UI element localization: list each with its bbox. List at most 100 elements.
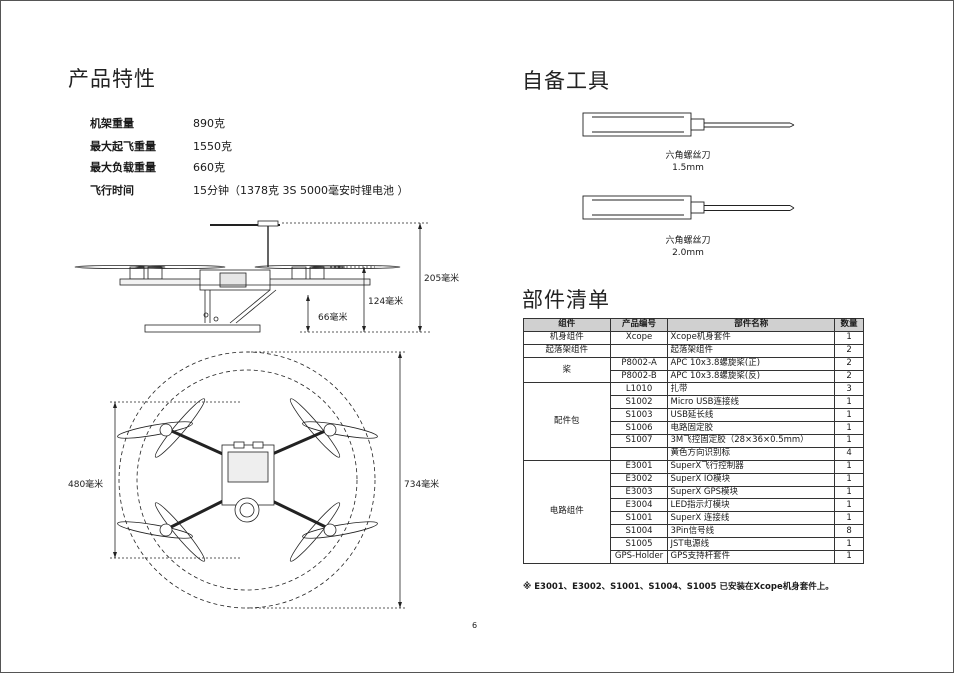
code-cell — [609, 446, 669, 461]
parts-title: 部件清单 — [522, 288, 610, 312]
code-cell: S1006 — [609, 421, 669, 436]
spec-value: 890克 — [193, 117, 225, 130]
table-row: S1001 SuperX 连接线 1 — [524, 511, 864, 526]
spec-value: 660克 — [193, 161, 225, 174]
code-cell: S1001 — [609, 511, 669, 526]
code-cell: E3003 — [609, 485, 669, 500]
part-cell: 3Pin信号线 — [667, 524, 836, 539]
qty-cell: 1 — [834, 330, 864, 345]
qty-cell: 1 — [834, 434, 864, 448]
tool-size: 2.0mm — [672, 248, 704, 258]
tools-title: 自备工具 — [522, 69, 610, 93]
qty-cell: 2 — [834, 369, 864, 384]
table-row: 黄色方向识别标 4 — [524, 446, 864, 461]
tool-name: 六角螺丝刀 — [665, 151, 711, 161]
code-cell: GPS-Holder — [609, 550, 669, 564]
page-number: 6 — [472, 621, 478, 630]
table-row: S1003 USB延长线 1 — [524, 408, 864, 423]
dim-arm-height: 124毫米 — [368, 297, 404, 307]
qty-cell: 1 — [834, 485, 864, 500]
part-cell: SuperX IO模块 — [667, 472, 836, 487]
part-cell: 3M飞控固定胶（28×36×0.5mm） — [667, 434, 836, 448]
code-cell: E3004 — [609, 498, 669, 513]
group-cell: 机身组件 — [523, 330, 611, 345]
spec-key: 最大负载重量 — [90, 161, 156, 174]
code-cell: S1004 — [609, 524, 669, 539]
code-cell: E3001 — [609, 459, 669, 474]
code-cell: Xcope — [609, 330, 669, 345]
qty-cell: 1 — [834, 395, 864, 410]
code-cell: S1002 — [609, 395, 669, 410]
spec-key: 最大起飞重量 — [90, 140, 156, 153]
column-header: 组件 — [523, 318, 611, 332]
table-row: S1002 Micro USB连接线 1 — [524, 395, 864, 410]
table-row: S1007 3M飞控固定胶（28×36×0.5mm） 1 — [524, 434, 864, 448]
part-cell: 扎带 — [667, 382, 836, 397]
parts-table: 组件 产品编号 部件名称 数量 机身组件 Xcope Xcope机身套件 1 起… — [523, 318, 864, 564]
part-cell: APC 10x3.8螺旋桨(反) — [667, 369, 836, 384]
qty-cell: 1 — [834, 459, 864, 474]
group-cell: 起落架组件 — [523, 343, 611, 358]
column-header: 数量 — [834, 318, 864, 332]
table-header-row: 组件 产品编号 部件名称 数量 — [523, 318, 864, 332]
qty-cell: 8 — [834, 524, 864, 539]
table-row: GPS-Holder GPS支持杆套件 1 — [524, 550, 864, 564]
part-cell: SuperX飞行控制器 — [667, 459, 836, 474]
table-row: E3002 SuperX IO模块 1 — [524, 472, 864, 487]
hex-screwdriver-icon — [582, 195, 795, 220]
code-cell — [609, 343, 669, 358]
group-cell: 配件包 — [523, 382, 611, 461]
part-cell: SuperX GPS模块 — [667, 485, 836, 500]
qty-cell: 1 — [834, 421, 864, 436]
side-view-drawing — [74, 220, 430, 333]
table-row: 配件包 L1010 扎带 3 — [523, 382, 864, 461]
tool-caption: 六角螺丝刀 1.5mm — [648, 150, 728, 174]
code-cell: S1003 — [609, 408, 669, 423]
qty-cell: 1 — [834, 537, 864, 552]
part-cell: LED指示灯模块 — [667, 498, 836, 513]
spec-key: 飞行时间 — [90, 184, 134, 197]
part-cell: Micro USB连接线 — [667, 395, 836, 410]
code-cell: P8002-B — [609, 369, 669, 384]
group-cell: 电路组件 — [523, 459, 611, 564]
qty-cell: 1 — [834, 498, 864, 513]
tool-name: 六角螺丝刀 — [665, 236, 711, 246]
column-header: 部件名称 — [667, 318, 836, 332]
spec-value: 1550克 — [193, 140, 232, 153]
column-header: 产品编号 — [609, 318, 669, 332]
code-cell: E3002 — [609, 472, 669, 487]
hex-screwdriver-icon — [582, 112, 795, 137]
part-cell: 电路固定胶 — [667, 421, 836, 436]
part-cell: Xcope机身套件 — [667, 330, 836, 345]
code-cell: L1010 — [609, 382, 669, 397]
part-cell: 起落架组件 — [667, 343, 836, 358]
qty-cell: 2 — [834, 356, 864, 371]
top-view-drawing — [110, 351, 405, 609]
features-title: 产品特性 — [68, 67, 156, 91]
part-cell: SuperX 连接线 — [667, 511, 836, 526]
qty-cell: 1 — [834, 511, 864, 526]
part-cell: JST电源线 — [667, 537, 836, 552]
parts-note: ※ E3001、E3002、S1001、S1004、S1005 已安装在Xcop… — [523, 582, 834, 592]
code-cell: S1007 — [609, 434, 669, 448]
dim-leg-height: 66毫米 — [318, 313, 348, 323]
table-row: 电路组件 E3001 SuperX飞行控制器 1 — [523, 459, 864, 564]
code-cell: P8002-A — [609, 356, 669, 371]
part-cell: USB延长线 — [667, 408, 836, 423]
qty-cell: 2 — [834, 343, 864, 358]
spec-value: 15分钟（1378克 3S 5000毫安时锂电池 ） — [193, 184, 409, 197]
part-cell: GPS支持杆套件 — [667, 550, 836, 564]
qty-cell: 1 — [834, 408, 864, 423]
table-row: 机身组件 Xcope Xcope机身套件 1 — [523, 330, 864, 345]
dim-prop-span: 734毫米 — [404, 480, 440, 490]
spec-key: 机架重量 — [90, 117, 134, 130]
qty-cell: 3 — [834, 382, 864, 397]
dim-wheelbase: 480毫米 — [68, 480, 104, 490]
code-cell: S1005 — [609, 537, 669, 552]
table-row: 桨 P8002-A APC 10x3.8螺旋桨(正) 2 — [523, 356, 864, 384]
group-cell: 桨 — [523, 356, 611, 384]
part-cell: 黄色方向识别标 — [667, 446, 836, 461]
table-row: 起落架组件 起落架组件 2 — [523, 343, 864, 358]
tool-caption: 六角螺丝刀 2.0mm — [648, 235, 728, 259]
qty-cell: 4 — [834, 446, 864, 461]
